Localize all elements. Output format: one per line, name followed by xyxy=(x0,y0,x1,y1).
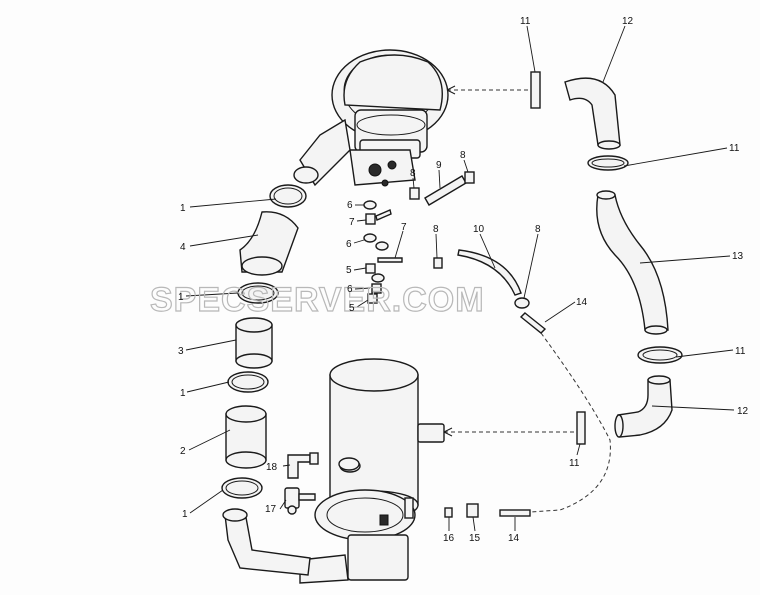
callout-11: 11 xyxy=(520,16,531,27)
leader-lines xyxy=(185,25,735,532)
hose-10 xyxy=(457,249,522,296)
callout-11: 11 xyxy=(735,346,746,357)
clamp-1-top xyxy=(269,184,307,208)
callout-3: 3 xyxy=(178,346,184,357)
fitting-14-lower xyxy=(499,509,531,517)
callout-7: 7 xyxy=(401,222,407,233)
callout-12: 12 xyxy=(622,16,634,27)
callout-8: 8 xyxy=(535,224,541,235)
callout-16: 16 xyxy=(443,533,455,544)
callout-8: 8 xyxy=(460,150,466,161)
nut-8c xyxy=(433,257,443,269)
clamp-11-right-upper xyxy=(587,155,629,171)
callout-6: 6 xyxy=(346,239,352,250)
watermark-text: SPECSERVER.COM xyxy=(150,281,485,319)
callout-labels: 11 12 11 13 11 12 11 9 8 8 8 8 10 14 14 … xyxy=(178,16,749,544)
callout-18: 18 xyxy=(266,462,278,473)
hose-13 xyxy=(596,190,669,335)
callout-8: 8 xyxy=(410,168,416,179)
clamp-1-third xyxy=(227,371,269,393)
callout-15: 15 xyxy=(469,533,481,544)
bracket-11-top xyxy=(530,71,541,109)
callout-1: 1 xyxy=(182,509,188,520)
clamp-1-bottom xyxy=(221,477,263,499)
callout-9: 9 xyxy=(436,160,442,171)
elbow-hose-4 xyxy=(239,211,299,276)
callout-6: 6 xyxy=(347,200,353,211)
callout-10: 10 xyxy=(473,224,485,235)
fitting-14-upper xyxy=(519,312,611,513)
clamp-11-right-lower xyxy=(637,346,683,364)
callout-7: 7 xyxy=(349,217,355,228)
elbow-hose-12-bottom xyxy=(614,375,673,438)
callout-13: 13 xyxy=(732,251,744,262)
callout-1: 1 xyxy=(180,203,186,214)
callout-17: 17 xyxy=(265,504,277,515)
cap-lower xyxy=(338,457,360,471)
sleeve-3 xyxy=(235,317,273,369)
turbocharger-upper xyxy=(293,49,530,187)
callout-1: 1 xyxy=(180,388,186,399)
elbow-fitting-18 xyxy=(287,452,319,479)
nut-8b xyxy=(464,171,475,184)
callout-11: 11 xyxy=(569,458,580,469)
callout-6: 6 xyxy=(347,284,353,295)
callout-11: 11 xyxy=(729,143,740,154)
callout-14: 14 xyxy=(508,533,520,544)
callout-8: 8 xyxy=(433,224,439,235)
pipe-9 xyxy=(424,175,467,206)
callout-4: 4 xyxy=(180,242,186,253)
bracket-11-bottom xyxy=(576,411,586,445)
callout-2: 2 xyxy=(180,446,186,457)
callout-5: 5 xyxy=(346,265,352,276)
callout-5: 5 xyxy=(349,303,355,314)
callout-12: 12 xyxy=(737,406,749,417)
nut-16 xyxy=(444,507,453,518)
nut-8a xyxy=(409,187,420,200)
nut-8d xyxy=(514,297,530,309)
tee-fitting-17 xyxy=(284,487,316,515)
hose-2 xyxy=(225,405,267,469)
callout-1: 1 xyxy=(178,292,184,303)
callout-14: 14 xyxy=(576,297,588,308)
nut-15 xyxy=(466,503,479,518)
elbow-hose-12-top xyxy=(564,77,621,150)
